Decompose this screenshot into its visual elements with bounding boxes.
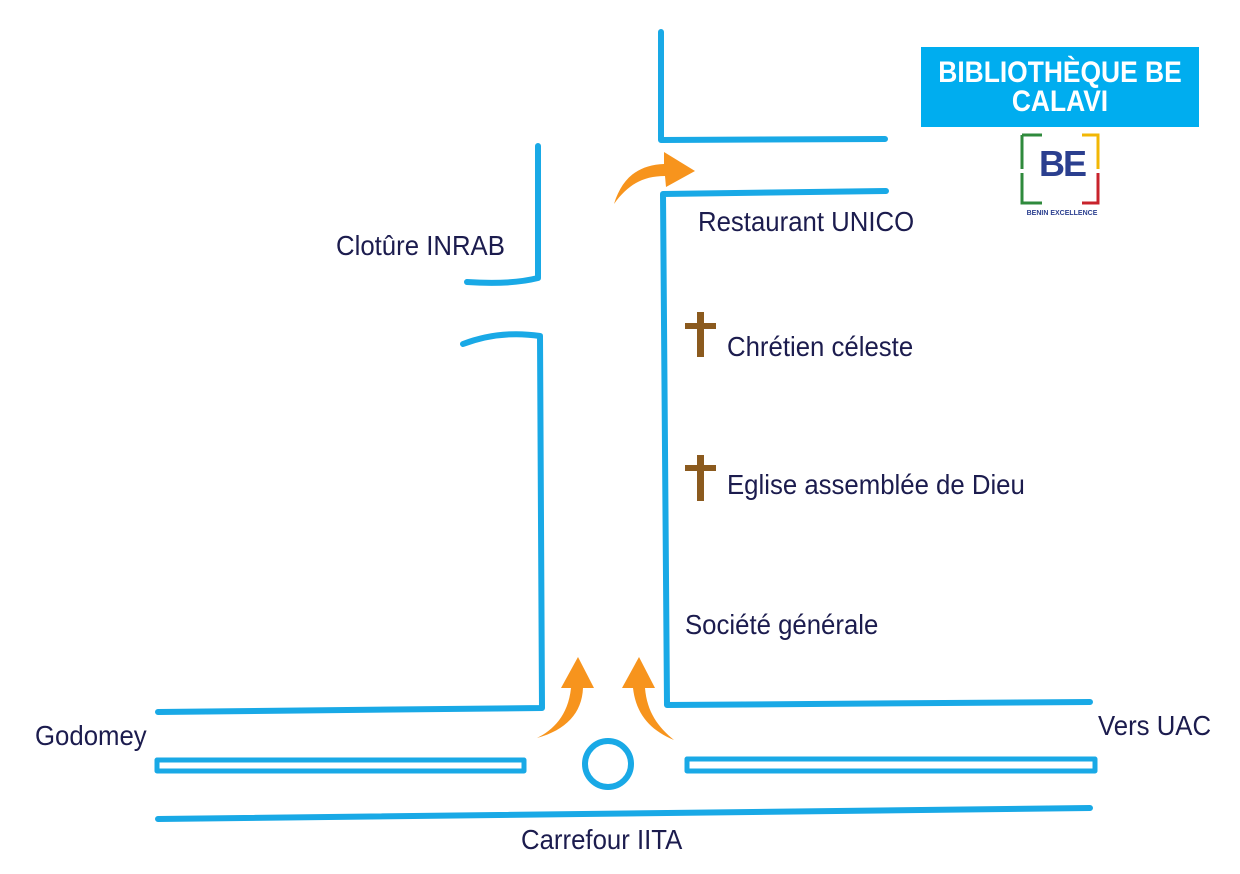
label-chretien-celeste: Chrétien céleste xyxy=(727,331,914,362)
main-street-right-edge xyxy=(658,29,888,143)
main-street-left-upper-edge xyxy=(464,143,541,286)
label-carrefour-iita: Carrefour IITA xyxy=(521,824,683,855)
label-godomey: Godomey xyxy=(35,720,147,751)
route-arrow-icon xyxy=(622,657,674,740)
roundabout-icon xyxy=(582,738,634,790)
avenue-median-right xyxy=(684,756,1098,774)
cross-icon xyxy=(685,312,716,357)
label-restaurant-unico: Restaurant UNICO xyxy=(698,206,915,237)
library-title-banner: BIBLIOTHÈQUE BE CALAVI xyxy=(921,47,1199,127)
label-societe-generale: Société générale xyxy=(685,609,879,640)
benin-excellence-logo xyxy=(1020,133,1100,205)
main-street-left-lower-edge xyxy=(155,331,545,715)
route-arrow-icon xyxy=(537,657,594,738)
avenue-median-left xyxy=(154,757,527,774)
route-arrow-icon xyxy=(614,152,695,204)
main-street-right-lower-edge xyxy=(660,188,1093,708)
logo-subtitle: BENIN EXCELLENCE xyxy=(1026,210,1098,217)
logo-letters: BE xyxy=(1038,143,1087,184)
avenue-bottom-edge xyxy=(155,805,1093,822)
label-cloture-inrab: Clotûre INRAB xyxy=(336,230,505,261)
cross-icon xyxy=(685,455,716,501)
label-vers-uac: Vers UAC xyxy=(1098,710,1212,741)
label-eglise-assemblee: Eglise assemblée de Dieu xyxy=(727,469,1025,500)
library-title: BIBLIOTHÈQUE BE CALAVI xyxy=(938,56,1182,118)
